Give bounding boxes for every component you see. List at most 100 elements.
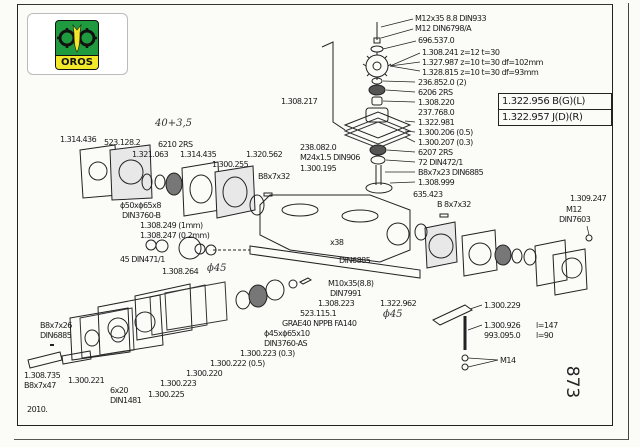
gearbox-housing-icon [259, 194, 411, 263]
part-label: ϕ45xϕ65x10 [264, 329, 310, 338]
part-label: 1.308.735 [24, 371, 61, 380]
page-number: 873 [562, 365, 583, 399]
part-label: 1.300.206 (0.5) [418, 128, 473, 137]
shim-icon [343, 121, 412, 149]
nut-m14-icon [461, 354, 469, 362]
oros-logo: OROS [55, 20, 99, 70]
part-label: DIN3760-B [122, 211, 161, 220]
bracket-icon [432, 304, 473, 326]
seal-icon [523, 248, 537, 266]
gasket-icon [214, 165, 256, 219]
part-label: x38 [330, 238, 344, 247]
part-label: 1.300.255 [212, 160, 249, 169]
washer-icon [288, 279, 298, 289]
gear-523115-icon [265, 279, 285, 301]
part-label: M12 [566, 205, 582, 214]
top-bolt-icon [373, 22, 381, 44]
part-label: 1.309.247 [570, 194, 607, 203]
part-label: 1.308.999 [418, 178, 455, 187]
part-label: M14 [500, 356, 516, 365]
logo-text: OROS [56, 55, 98, 69]
part-label: M24x1.5 DIN906 [300, 153, 360, 162]
key-icon [263, 192, 273, 197]
part-label: B8x7x23 DIN6885 [418, 168, 484, 177]
part-label: 238.082.0 [300, 143, 337, 152]
gasket-icon [424, 221, 458, 269]
circlip-icon [370, 155, 386, 165]
part-label: 1.300.220 [186, 369, 223, 378]
handwritten-note: 40+3,5 [155, 118, 193, 129]
nut-m14-icon [461, 363, 469, 371]
part-label: B8x7x32 [258, 172, 290, 181]
part-label: l=147 [536, 321, 558, 330]
sheet-outer-border [14, 3, 629, 440]
gear-icon [414, 223, 428, 241]
part-label: GRAE40 NPPB FA140 [282, 319, 357, 328]
part-label: 1.308.217 [281, 97, 318, 106]
part-label: 1.308.247 (0.2mm) [140, 231, 210, 240]
drawing-frame [17, 4, 613, 426]
main-shaft-icon [249, 245, 421, 279]
cover-icon [461, 229, 498, 277]
part-label: DIN3760-AS [264, 339, 308, 348]
gasket-icon [109, 144, 153, 201]
part-label: M12x35 8.8 DIN933 [415, 14, 487, 23]
bevel-gear-shaft-icon [365, 165, 393, 194]
screw-icon [299, 277, 312, 285]
part-label: 1.300.195 [300, 164, 337, 173]
part-label: 523.115.1 [300, 309, 337, 318]
leader-line [321, 41, 346, 131]
bearing-6210-icon [165, 172, 183, 196]
cover-1300220-icon [97, 294, 164, 356]
shim-icon [164, 281, 228, 331]
assembly-reference-box: 1.322.956 B(G)(L) 1.322.957 J(D)(R) [498, 93, 612, 126]
year-label: 2010. [27, 405, 48, 414]
part-label: 1.327.987 z=10 t=30 df=102mm [422, 58, 543, 67]
part-label: 236.852.0 (2) [418, 78, 467, 87]
hub-icon [371, 96, 383, 106]
part-label: 45 DIN471/1 [120, 255, 165, 264]
part-label: 1.308.241 z=12 t=30 [422, 48, 500, 57]
part-label: l=90 [536, 331, 554, 340]
o-ring-icon [154, 174, 166, 190]
end-cover-icon [552, 248, 588, 296]
part-label: DIN6885 [40, 331, 72, 340]
part-label: 1.300.223 (0.3) [240, 349, 295, 358]
brand-logo-card: OROS [27, 13, 128, 75]
plate-1300225-icon [69, 307, 131, 361]
input-shaft-icon [27, 351, 63, 369]
spacer-icon [371, 77, 383, 85]
part-label: B 8x7x32 [437, 200, 471, 209]
part-label: 1.320.562 [246, 150, 283, 159]
part-label: 6206 2RS [418, 88, 453, 97]
part-label: 1.308.249 (1mm) [140, 221, 203, 230]
part-label: 1.314.435 [180, 150, 217, 159]
part-label: 6207 2RS [418, 148, 453, 157]
circlip-icon [145, 239, 157, 251]
shim-icon [343, 117, 412, 145]
part-label: M12 DIN6798/A [415, 24, 472, 33]
seal-icon [235, 290, 251, 310]
bearing-6206-icon [368, 84, 386, 96]
part-label: B8x7x47 [24, 381, 56, 390]
part-label: 1.308.220 [418, 98, 455, 107]
handwritten-diameter: ϕ45 [207, 263, 227, 274]
part-label: M10x35(8.8) [328, 279, 374, 288]
seal-icon [141, 173, 153, 191]
cover-plate-icon [134, 283, 193, 341]
assembly-number-right: 1.322.957 J(D)(R) [502, 112, 583, 123]
bearing-flange-icon [181, 161, 221, 217]
part-label: 72 DIN472/1 [418, 158, 463, 167]
cover-plate-icon [343, 107, 412, 139]
part-label: 635.423 [413, 190, 443, 199]
part-label: 1.308.223 [318, 299, 355, 308]
washer-icon [370, 45, 384, 53]
o-ring-icon [511, 248, 523, 264]
part-label: 1.322.962 [380, 299, 417, 308]
part-label: 1.300.222 (0.5) [210, 359, 265, 368]
sprocket-icon [362, 52, 392, 80]
stub-shaft-icon [61, 350, 92, 365]
bearing-icon [494, 244, 512, 266]
part-label: 1.328.815 z=10 t=30 df=93mm [422, 68, 539, 77]
key-icon [439, 213, 449, 218]
